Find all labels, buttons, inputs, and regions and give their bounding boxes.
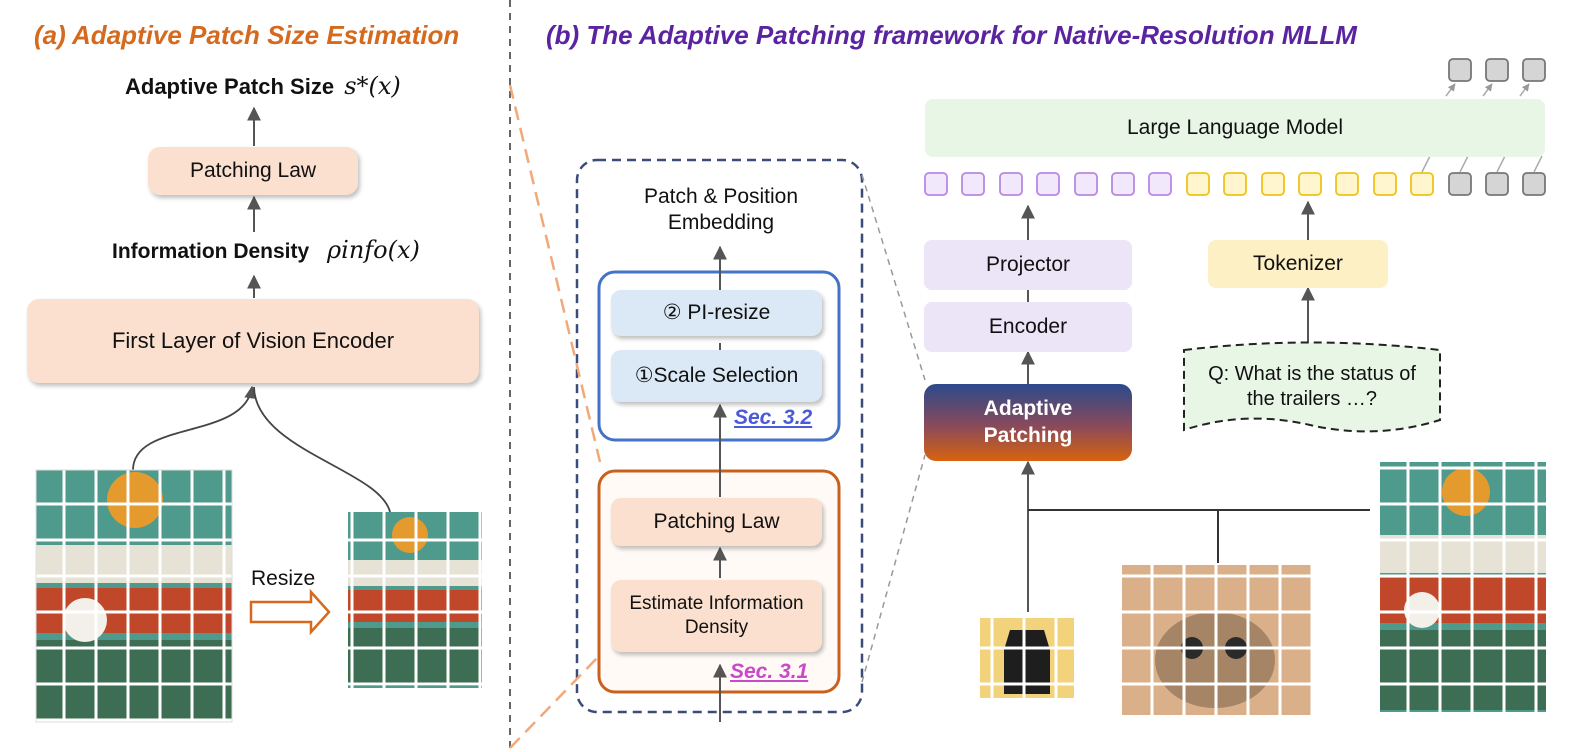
adaptive-patching-detail-box — [575, 158, 864, 714]
pi-resize-box: ② PI-resize — [611, 290, 822, 336]
question-box — [1183, 341, 1441, 433]
patching-law-box-a: Patching Law — [148, 147, 358, 195]
patching-law-box-b: Patching Law — [611, 498, 822, 546]
text-tokens — [1186, 172, 1434, 196]
encoder-box: Encoder — [924, 302, 1132, 352]
poster-image-right — [1380, 462, 1546, 712]
projector-box: Projector — [924, 240, 1132, 290]
adaptive-patch-size-text: Adaptive Patch Size — [125, 74, 335, 99]
poster-image-large — [35, 469, 233, 723]
information-density-label: Information Density ρinfo(x) — [112, 236, 420, 264]
first-layer-vision-encoder-box: First Layer of Vision Encoder — [27, 299, 479, 383]
section-3-2-link[interactable]: Sec. 3.2 — [734, 406, 813, 429]
scale-selection-box: ①Scale Selection — [611, 350, 822, 402]
cat-image — [1122, 565, 1312, 715]
tokenizer-box: Tokenizer — [1208, 240, 1388, 288]
poster-image-small — [348, 512, 482, 688]
adaptive-patch-size-label: Adaptive Patch Size s*(x) — [125, 72, 401, 100]
output-tokens — [1448, 58, 1546, 196]
resize-label: Resize — [251, 567, 316, 590]
question-text: Q: What is the status of the trailers …? — [1208, 363, 1416, 410]
jersey-image — [980, 618, 1074, 698]
section-3-1-link[interactable]: Sec. 3.1 — [730, 660, 809, 683]
adaptive-patching-label: Adaptive Patching — [983, 397, 1073, 447]
large-language-model-box: Large Language Model — [925, 99, 1545, 157]
information-density-symbol: ρinfo(x) — [327, 236, 420, 264]
panel-a-title: (a) Adaptive Patch Size Estimation — [34, 20, 460, 50]
resize-arrow — [249, 588, 331, 636]
adaptive-patching-box — [924, 384, 1132, 461]
information-density-text: Information Density — [112, 240, 310, 263]
patch-position-embedding-label: Patch & Position Embedding — [643, 184, 799, 234]
estimate-information-density-box: Estimate Information Density — [611, 580, 822, 652]
visual-tokens — [924, 172, 1172, 196]
panel-b-title: (b) The Adaptive Patching framework for … — [546, 20, 1357, 50]
adaptive-patch-size-symbol: s*(x) — [344, 72, 401, 100]
